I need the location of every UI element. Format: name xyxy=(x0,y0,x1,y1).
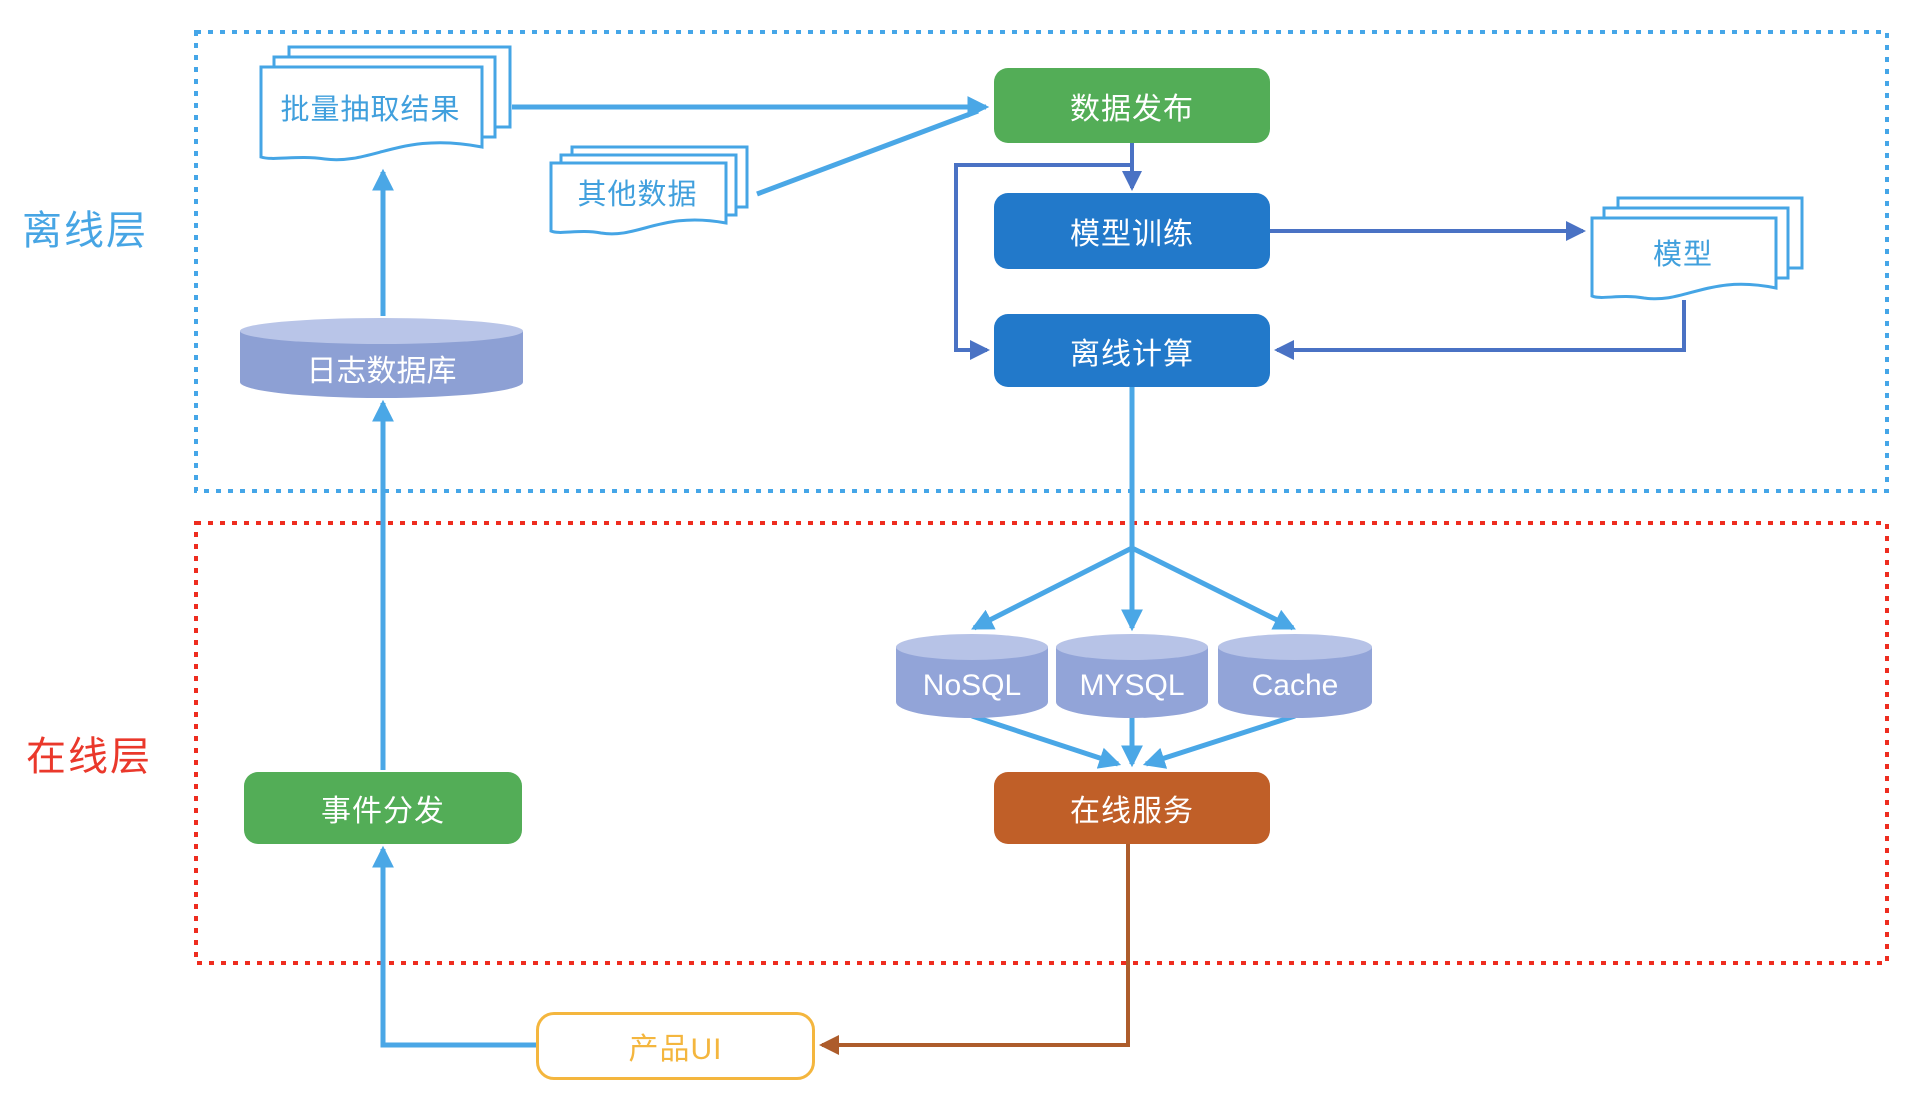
arrow-split-to-nosql xyxy=(971,545,1134,631)
cylinder-label: NoSQL xyxy=(922,669,1022,702)
doc-front xyxy=(1590,216,1778,301)
node-log-database: 日志数据库 xyxy=(240,318,523,398)
doc-label: 模型 xyxy=(1652,239,1713,271)
cylinder-label: Cache xyxy=(1251,669,1339,702)
node-event-dispatch: 事件分发 xyxy=(244,772,522,844)
node-online-service: 在线服务 xyxy=(994,772,1270,844)
node-mysql: MYSQL xyxy=(1056,634,1208,718)
doc-label: 批量抽取结果 xyxy=(280,94,461,126)
node-nosql: NoSQL xyxy=(896,634,1048,718)
arrow-model-to-offlinecompute xyxy=(1274,300,1686,360)
doc-front xyxy=(259,65,484,162)
node-model: 模型 xyxy=(1590,196,1806,306)
arrow-productui-to-eventdispatch xyxy=(371,845,536,1048)
node-batch-extract-result: 批量抽取结果 xyxy=(259,45,512,170)
cylinder-top xyxy=(240,318,523,344)
node-model-training: 模型训练 xyxy=(994,193,1270,269)
doc-label: 其他数据 xyxy=(577,179,698,211)
node-data-publish: 数据发布 xyxy=(994,68,1270,143)
cylinder-top xyxy=(1056,634,1208,660)
cylinder-top xyxy=(896,634,1048,660)
cylinder-top xyxy=(1218,634,1372,660)
offline-layer-border xyxy=(194,30,1889,493)
node-product-ui: 产品UI xyxy=(536,1012,815,1080)
arrow-datapublish-to-offlinecompute xyxy=(954,163,1132,360)
arrow-nosql-to-service xyxy=(971,713,1122,769)
arrow-service-to-productui xyxy=(819,844,1130,1055)
arrow-cache-to-service xyxy=(1142,713,1296,769)
cylinder-label: MYSQL xyxy=(1079,669,1185,702)
arrow-split-to-cache xyxy=(1130,545,1296,631)
node-offline-compute: 离线计算 xyxy=(994,314,1270,387)
doc-front xyxy=(549,161,728,236)
online-layer-border xyxy=(194,521,1889,965)
cylinder-label: 日志数据库 xyxy=(306,355,457,388)
online-layer-label: 在线层 xyxy=(26,735,152,779)
node-cache: Cache xyxy=(1218,634,1372,718)
line-otherdata-to-datapublish xyxy=(756,108,979,197)
offline-layer-label: 离线层 xyxy=(22,209,148,253)
node-other-data: 其他数据 xyxy=(549,145,750,249)
